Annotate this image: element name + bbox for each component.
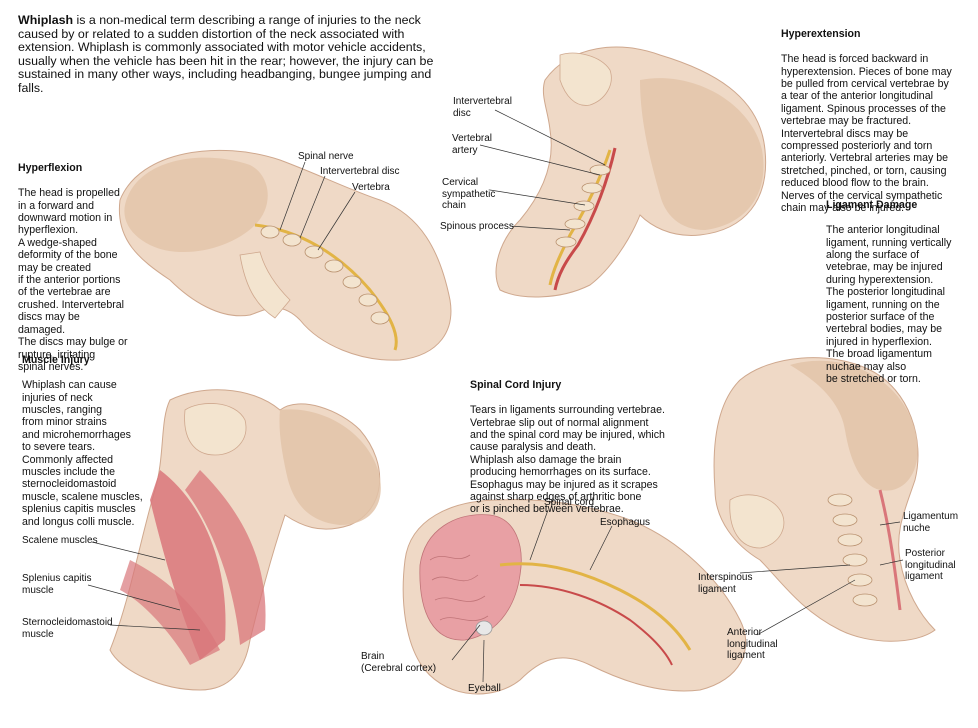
hyperflexion-section: Hyperflexion The head is propelled in a …	[18, 150, 128, 373]
hyperextension-illustration	[495, 46, 767, 298]
intro-term: Whiplash	[18, 13, 74, 27]
spinal-cord-illustration	[402, 499, 747, 695]
leader-lines	[87, 109, 904, 683]
label-intervertebral-disc-2: Intervertebral disc	[453, 96, 512, 119]
label-interspinous: Interspinous ligament	[698, 572, 753, 595]
label-ligamentum-nuchae: Ligamentum nuche	[903, 511, 959, 534]
hyperflexion-illustration	[118, 149, 452, 361]
muscle-section: Muscle Injury Whiplash can cause injurie…	[22, 342, 162, 528]
label-spinal-cord: Spinal cord	[544, 497, 595, 508]
muscle-injury-illustration	[109, 389, 381, 691]
spinal-section: Spinal Cord Injury Tears in ligaments su…	[470, 367, 685, 516]
label-vertebra: Vertebra	[352, 182, 390, 193]
hyperextension-body: The head is forced backward in hyperexte…	[781, 53, 952, 215]
muscle-title: Muscle Injury	[22, 354, 90, 367]
spinal-body: Tears in ligaments surrounding vertebrae…	[470, 404, 665, 516]
hyperextension-title: Hyperextension	[781, 28, 861, 41]
label-posterior-ligament: Posterior longitudinal ligament	[905, 548, 956, 582]
label-spinous-process: Spinous process	[440, 221, 514, 232]
hyperflexion-title: Hyperflexion	[18, 162, 83, 175]
label-scalene: Scalene muscles	[22, 535, 98, 546]
ligament-illustration	[713, 357, 936, 642]
intro-paragraph: Whiplash is a non-medical term describin…	[18, 13, 438, 96]
label-sternocleidomastoid: Sternocleidomastoid muscle	[22, 617, 113, 640]
intro-text: is a non-medical term describing a range…	[18, 13, 434, 95]
muscle-body: Whiplash can cause injuries of neck musc…	[22, 379, 143, 528]
ligament-title: Ligament Damage	[826, 199, 918, 212]
ligament-body: The anterior longitudinal ligament, runn…	[826, 224, 952, 386]
spinal-title: Spinal Cord Injury	[470, 379, 562, 392]
label-brain: Brain (Cerebral cortex)	[361, 651, 437, 674]
hyperextension-section: Hyperextension The head is forced backwa…	[781, 16, 971, 215]
label-esophagus: Esophagus	[600, 517, 651, 528]
label-eyeball: Eyeball	[468, 683, 501, 694]
label-vertebral-artery: Vertebral artery	[452, 133, 493, 156]
label-cervical-chain: Cervical sympathetic chain	[442, 177, 496, 211]
label-splenius: Splenius capitis muscle	[22, 573, 92, 596]
ligament-section: Ligament Damage The anterior longitudina…	[826, 187, 976, 386]
label-anterior-ligament: Anterior longitudinal ligament	[727, 627, 778, 661]
label-intervertebral-disc: Intervertebral disc	[320, 166, 400, 177]
label-spinal-nerve: Spinal nerve	[298, 151, 354, 162]
hyperflexion-body: The head is propelled in a forward and d…	[18, 187, 128, 373]
